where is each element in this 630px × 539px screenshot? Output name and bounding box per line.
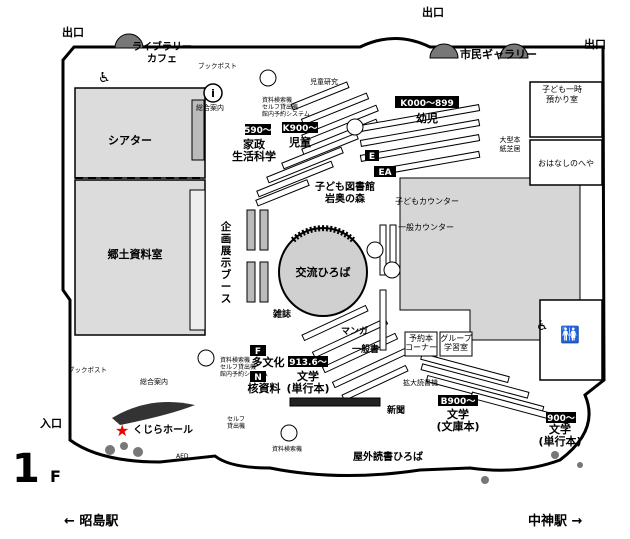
local-history-room: [74, 179, 206, 336]
shelves-lower-right: [420, 352, 570, 425]
kujira-hall-shape: [112, 401, 195, 425]
magazines-label: 雑誌: [272, 308, 291, 320]
nursing-room: [529, 81, 603, 138]
wheelchair-icon-2: ♿: [536, 318, 549, 334]
exchange-plaza-label: 交流ひろば: [296, 265, 351, 279]
home-life-label: 家政生活科学: [232, 137, 276, 163]
exit-top-left: 出口: [62, 25, 84, 39]
shelf-badges: K000〜899 幼児 590〜 家政生活科学 K900〜 児童 E EA F …: [232, 96, 582, 448]
kids-library-label: 子ども図書館岩奥の森: [315, 180, 375, 205]
search-machine-label: 資料検索機: [272, 445, 302, 453]
search-terminal-bottom: 資料検索機セルフ貸出機館内予約システム: [220, 356, 268, 378]
group-room: [439, 331, 473, 357]
self-checkout-label: セルフ貸出機: [227, 416, 245, 430]
wheelchair-icon: ♿: [98, 70, 111, 86]
shelves-vertical: [191, 99, 269, 303]
station-right: 中神駅 →: [528, 513, 583, 529]
kids-lit-label: 児童: [288, 135, 311, 149]
exit-top-center: 出口: [422, 5, 444, 19]
badge-913: 913.6〜: [289, 358, 326, 368]
large-print-label: 拡大読書機: [403, 378, 438, 387]
newspapers-label: 新聞: [387, 404, 405, 416]
general-counter-label: 一般カウンター: [398, 222, 454, 232]
big-picture-books-label: 大型本紙芝居: [500, 135, 521, 153]
shelves-upper: [255, 81, 379, 207]
station-left: ← 昭島駅: [64, 513, 119, 529]
children-research-label: 児童研究: [310, 77, 338, 86]
manga-label: マンガ: [341, 325, 368, 337]
local-history-label: 郷土資料室: [108, 247, 163, 261]
decorative-dots: [105, 442, 583, 484]
theater-room: [74, 87, 206, 179]
kids-counter-label: 子どもカウンター: [395, 197, 459, 206]
core-label: 核資料: [248, 381, 281, 395]
floor-number: 1: [12, 446, 40, 492]
lit-bunko-label: 文学(文庫本): [436, 407, 479, 433]
cafe-label: ライブラリーカフェ: [132, 40, 192, 65]
badge-k000: K000〜899: [400, 99, 454, 109]
entrance-label: 入口: [40, 417, 62, 430]
theater-label: シアター: [108, 134, 152, 147]
badge-900: 900〜: [547, 414, 575, 424]
badge-ea: EA: [378, 168, 391, 178]
info-label-top: 総合案内: [196, 103, 224, 112]
infant-label: 幼児: [416, 111, 438, 125]
outdoor-reading-label: 屋外読書ひろば: [353, 450, 423, 463]
floor-suffix: F: [50, 467, 61, 486]
bookpost-label-top: ブックポスト: [198, 61, 237, 70]
reserved-books-corner: [404, 331, 438, 357]
badge-k900: K900〜: [283, 124, 318, 134]
reserved-books-label: 予約本コーナー: [405, 333, 437, 352]
badge-590: 590〜: [244, 126, 272, 136]
right-restroom-strip: [539, 299, 603, 381]
story-room-label: おはなしのへや: [538, 159, 594, 168]
exhibition-booth: [189, 189, 206, 331]
multicultural-label: 多文化: [252, 355, 285, 369]
bookpost-label-left: ブックポスト: [68, 365, 107, 374]
gallery-arcs: [114, 33, 529, 59]
citizen-gallery-label: 市民ギャラリー: [460, 47, 537, 61]
exhibition-booth-label: 企画展示ブース: [220, 220, 232, 305]
kujira-hall-label: くじらホール: [133, 424, 193, 436]
lit-single-label: 文学(単行本): [286, 369, 329, 395]
story-room: [529, 139, 603, 186]
group-room-label: グループ学習室: [440, 333, 472, 352]
info-icon-top: [203, 83, 223, 103]
aed-label: AED: [176, 453, 189, 460]
shelves-lower: [289, 304, 409, 407]
svg-text:i: i: [211, 87, 215, 100]
exit-top-right: 出口: [584, 37, 606, 51]
nursing-room-label: 子ども一時預かり室: [542, 85, 582, 104]
shelves-kids: [359, 104, 481, 176]
restroom-icon: 🚻: [560, 325, 580, 344]
badge-e: E: [369, 152, 375, 162]
badge-n: N: [254, 373, 262, 383]
star-icon: ★: [115, 421, 129, 440]
general-books-label: 一般書: [352, 343, 379, 355]
badge-f: F: [255, 347, 261, 357]
badge-b900: B900〜: [441, 397, 476, 407]
info-label-bottom: 総合案内: [140, 377, 168, 386]
lit-single-label-2: 文学(単行本): [538, 422, 581, 448]
opac-icons: [197, 69, 401, 442]
search-terminal-top: 資料検索機セルフ貸出機館内予約システム: [262, 96, 310, 118]
